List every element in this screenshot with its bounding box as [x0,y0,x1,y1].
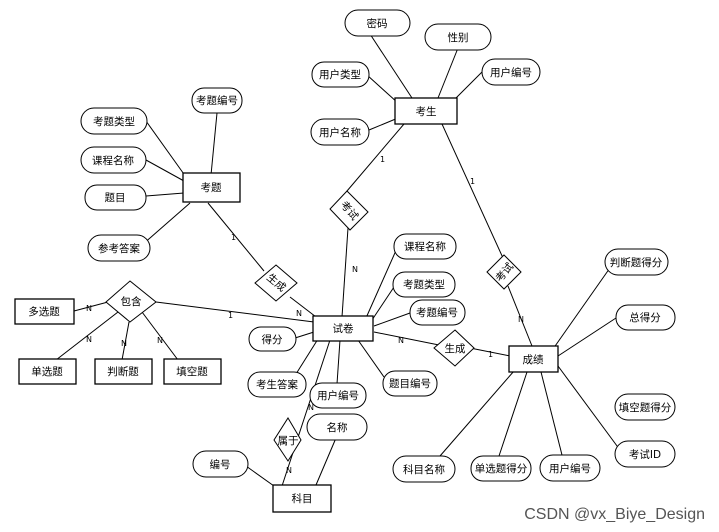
attribute-xingbie[interactable]: 性别 [424,23,492,51]
attribute-label: 用户编号 [317,389,359,402]
attribute-label: 题目 [105,192,126,204]
attribute-label: 用户编号 [549,462,591,475]
relationship-kaoshi-right[interactable]: 考试 [486,254,522,290]
card-baohan-tiankong: N [157,336,163,345]
attribute-label: 参考答案 [98,242,140,255]
attribute-label: 用户类型 [319,68,361,81]
attribute-zongdefen[interactable]: 总得分 [615,304,676,331]
attribute-label: 题目编号 [389,377,431,390]
attribute-yonghubianhao-top[interactable]: 用户编号 [481,58,541,86]
relationship-shengcheng-right[interactable]: 生成 [433,329,475,367]
entity-danxuan[interactable]: 单选题 [18,358,77,385]
attribute-label: 得分 [262,334,283,346]
entity-label: 考生 [416,105,437,118]
attribute-danxuandefen[interactable]: 单选题得分 [470,455,532,482]
attribute-label: 填空题得分 [619,401,672,414]
attribute-defen[interactable]: 得分 [248,326,297,352]
attribute-timu[interactable]: 题目 [84,184,147,211]
card-kaosheng-kaoshi-right: 1 [470,177,475,186]
attribute-label: 课程名称 [404,240,446,253]
attribute-cankaodaan[interactable]: 参考答案 [87,234,151,262]
attribute-kaoshiid[interactable]: 考试ID [614,440,676,468]
attribute-label: 单选题得分 [475,462,528,475]
attribute-sj-kaotileixing[interactable]: 考题类型 [392,271,456,298]
card-kaoshi-chengji: N [518,315,524,324]
entity-label: 试卷 [333,322,354,335]
entity-label: 多选题 [28,305,60,318]
entity-tiankong[interactable]: 填空题 [163,358,222,385]
attribute-label: 科目名称 [403,463,445,476]
card-shengcheng-chengji: 1 [488,350,493,359]
attribute-kaoshengdaan[interactable]: 考生答案 [247,371,307,398]
relationship-baohan[interactable]: 包含 [105,280,157,323]
entity-kaosheng[interactable]: 考生 [394,97,458,125]
entity-duoxuan[interactable]: 多选题 [14,298,75,325]
attribute-kechengmingcheng[interactable]: 课程名称 [80,146,147,174]
attribute-label: 性别 [448,31,469,44]
attribute-label: 判断题得分 [610,256,663,269]
card-baohan-panduan: N [121,339,127,348]
attribute-yonghuleixing[interactable]: 用户类型 [311,61,370,88]
card-shijuan-shengcheng: N [398,336,404,345]
attribute-label: 密码 [367,17,388,30]
attribute-label: 用户名称 [319,126,361,139]
relationship-label: 生成 [445,342,466,355]
relationship-label: 包含 [121,295,142,308]
card-baohan-duoxuan: N [86,304,92,313]
cardinality-marks: 1 N 1 N 1 N N 1 1 N N N N N N [86,155,524,475]
attribute-bianhao[interactable]: 编号 [192,450,249,478]
attribute-label: 考题编号 [196,94,238,107]
attribute-mima[interactable]: 密码 [344,9,411,37]
attribute-yonghumingcheng[interactable]: 用户名称 [310,118,370,146]
card-shijuan-shuyu: N [308,403,314,412]
card-shengcheng-shijuan: N [296,309,302,318]
entity-label: 单选题 [31,365,63,378]
watermark: CSDN @vx_Biye_Design [524,506,705,523]
attribute-sj-kaotibianhao[interactable]: 考题编号 [409,299,466,326]
entity-label: 科目 [292,492,313,505]
entity-label: 成绩 [523,353,544,366]
relationship-label: 属于 [278,435,299,447]
attribute-label: 考生答案 [256,378,298,391]
attribute-label: 用户编号 [490,66,532,79]
attribute-label: 名称 [327,421,348,434]
attribute-kemumingcheng[interactable]: 科目名称 [392,455,456,483]
attribute-label: 总得分 [629,311,661,324]
card-baohan-danxuan: N [86,335,92,344]
attribute-label: 考试ID [629,449,661,461]
entity-kemu[interactable]: 科目 [272,484,332,513]
attribute-label: 编号 [210,458,231,471]
attribute-kaotileixing[interactable]: 考题类型 [80,107,148,135]
entity-panduan[interactable]: 判断题 [94,358,153,385]
attribute-panduandefen[interactable]: 判断题得分 [604,248,669,276]
entity-chengji[interactable]: 成绩 [508,345,559,373]
attribute-sj-kechengmingcheng[interactable]: 课程名称 [393,233,457,260]
card-shuyu-kemu: N [286,466,292,475]
card-kaoshi-shijuan: N [352,265,358,274]
attribute-cj-yonghubianhao[interactable]: 用户编号 [539,454,601,482]
relationship-kaoshi-top[interactable]: 考试 [329,190,369,231]
attribute-label: 考题类型 [403,278,445,291]
relationship-shuyu[interactable]: 属于 [273,417,302,462]
entity-label: 填空题 [176,365,208,378]
attribute-tiankongdefen[interactable]: 填空题得分 [614,393,676,421]
entity-label: 判断题 [107,365,139,378]
attribute-timubianhao[interactable]: 题目编号 [382,370,438,397]
card-kaoti-shengcheng: 1 [231,233,236,242]
entity-kaoti[interactable]: 考题 [182,172,241,203]
card-baohan-shijuan: 1 [228,311,233,320]
entity-label: 考题 [201,182,222,194]
attribute-sj-yonghubianhao[interactable]: 用户编号 [309,382,367,409]
attribute-label: 考题类型 [93,115,135,128]
relationship-shengcheng-left[interactable]: 生成 [254,264,298,302]
attribute-label: 课程名称 [92,154,134,167]
attribute-label: 考题编号 [416,306,458,319]
attribute-kaotibianhao[interactable]: 考题编号 [191,87,243,114]
card-kaosheng-kaoshi: 1 [380,155,385,164]
entity-shijuan[interactable]: 试卷 [312,315,374,342]
attribute-mingcheng[interactable]: 名称 [306,413,368,441]
